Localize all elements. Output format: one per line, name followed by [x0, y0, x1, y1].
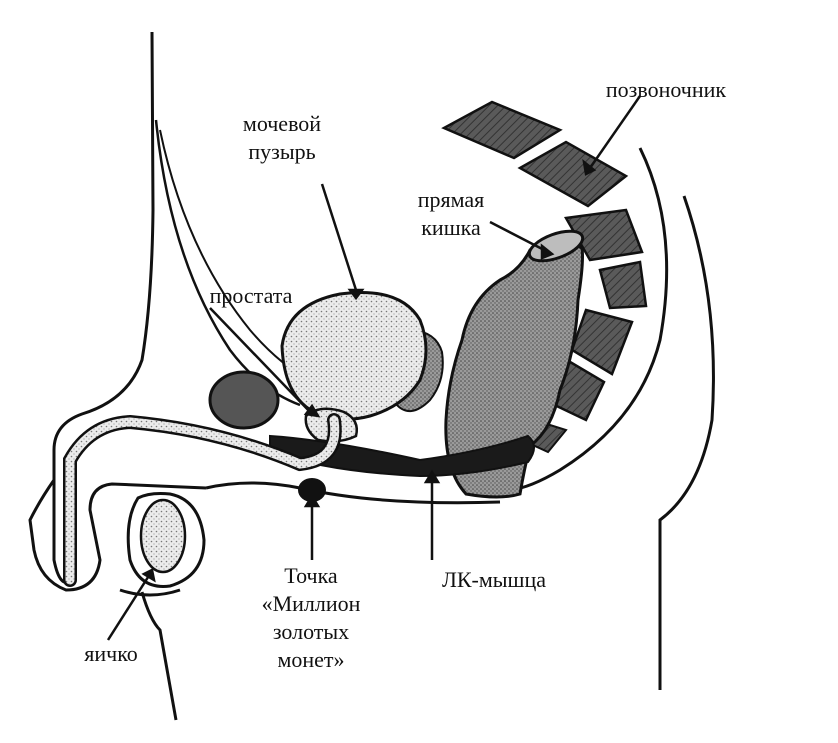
bladder-label-line-2: пузырь: [248, 139, 316, 164]
pointers: [106, 95, 642, 641]
bladder-label-line-1: мочевой: [242, 111, 322, 136]
point-label-line-3: золотых: [272, 619, 350, 644]
bladder-label: мочевой пузырь: [222, 110, 342, 166]
prostate-label: простата: [176, 282, 326, 310]
vertebra: [517, 140, 629, 208]
rectum-label: прямая кишка: [396, 186, 506, 242]
spine-label: позвоночник: [566, 76, 766, 104]
testicle: [139, 498, 187, 574]
spine-arrowhead: [582, 158, 597, 176]
bladder-pointer: [320, 183, 358, 291]
prostate-pointer: [209, 307, 313, 415]
testicle-arrowhead: [141, 568, 156, 583]
vertebra: [441, 100, 563, 160]
perineum-line: [205, 481, 501, 505]
abdomen-outline: [52, 31, 155, 584]
point-label-line-4: монет»: [277, 647, 345, 672]
rectum-pointer: [489, 220, 549, 254]
leg-line: [140, 591, 178, 721]
prostate-arrowhead: [303, 403, 321, 418]
testicle-label: яичко: [56, 640, 166, 668]
testicle-pointer: [106, 573, 152, 641]
urethra-inner: [65, 415, 340, 585]
scrotum-bottom: [119, 588, 181, 597]
back-outline: [658, 195, 715, 690]
scrotum: [126, 492, 206, 588]
vertebra: [598, 260, 648, 310]
rectum: [444, 241, 584, 499]
point-arrowhead: [303, 493, 321, 508]
bulb: [208, 370, 280, 430]
point-label-line-1: Точка: [284, 563, 338, 588]
pc-muscle-arrowhead: [423, 469, 441, 484]
spine-label-text: позвоночник: [605, 77, 727, 102]
rectum-arrowhead: [540, 243, 555, 260]
spine-pointer: [588, 95, 642, 169]
penis-outline: [28, 479, 207, 592]
coins-point-marker: [298, 478, 326, 502]
back-inner-outline: [509, 147, 669, 492]
point-label-line-2: «Миллион: [261, 591, 361, 616]
bladder-arrowhead: [347, 288, 365, 301]
prostate-label-text: простата: [209, 283, 293, 308]
point-label: Точка «Миллион золотых монет»: [236, 562, 386, 674]
pc-muscle-label-text: ЛК-мышца: [441, 567, 547, 592]
vertebra: [570, 308, 634, 376]
rectum-label-line-1: прямая: [417, 187, 485, 212]
rectum-label-line-2: кишка: [421, 215, 481, 240]
vertebra: [563, 208, 644, 262]
pc-muscle-label: ЛК-мышца: [404, 566, 584, 594]
testicle-label-text: яичко: [84, 641, 138, 666]
